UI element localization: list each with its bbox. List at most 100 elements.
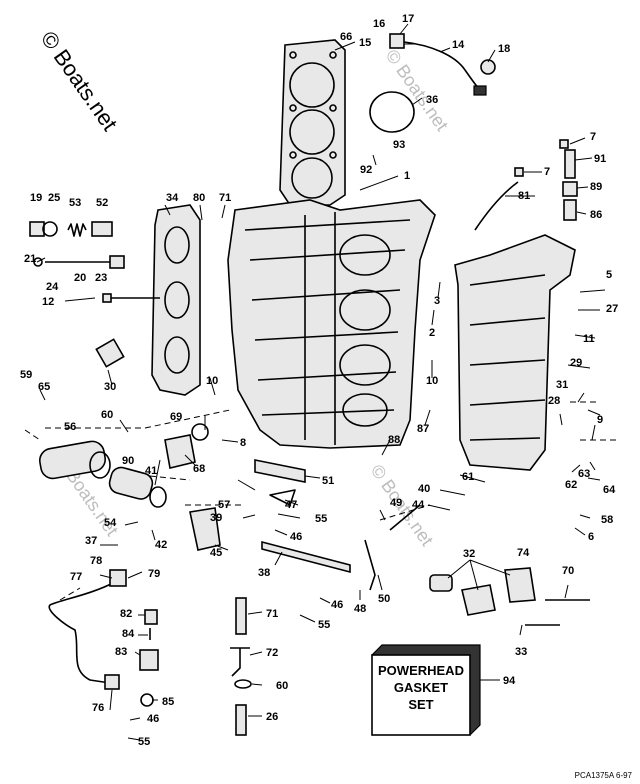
- temperature-sensor-part: [389, 33, 496, 96]
- callout-26: 26: [266, 711, 278, 723]
- callout-62: 62: [565, 479, 577, 491]
- intake-components: [38, 423, 209, 508]
- callout-51: 51: [322, 475, 334, 487]
- callout-12: 12: [42, 296, 54, 308]
- callout-57: 57: [218, 499, 230, 511]
- callout-16: 16: [373, 18, 385, 30]
- callout-56: 56: [64, 421, 76, 433]
- callout-60a: 60: [101, 409, 113, 421]
- callout-15: 15: [359, 37, 371, 49]
- o-ring-part: [369, 91, 415, 133]
- watermark: © Boats.net: [36, 27, 123, 136]
- left-side-components: [29, 221, 160, 368]
- callout-80: 80: [193, 192, 205, 204]
- callout-65: 65: [38, 381, 50, 393]
- callout-92: 92: [360, 164, 372, 176]
- callout-21: 21: [24, 253, 36, 265]
- callout-30: 30: [104, 381, 116, 393]
- callout-1: 1: [404, 170, 410, 182]
- callout-66: 66: [340, 31, 352, 43]
- callout-79: 79: [148, 568, 160, 580]
- hose-part: [474, 181, 519, 231]
- callout-41: 41: [145, 465, 157, 477]
- callout-91: 91: [594, 153, 606, 165]
- callout-39: 39: [210, 512, 222, 524]
- callout-88: 88: [388, 434, 400, 446]
- callout-72: 72: [266, 647, 278, 659]
- callout-93: 93: [393, 139, 405, 151]
- callout-74: 74: [517, 547, 530, 559]
- callout-36: 36: [426, 94, 438, 106]
- callout-38: 38: [258, 567, 270, 579]
- callout-60b: 60: [276, 680, 288, 692]
- callout-61: 61: [462, 471, 474, 483]
- callout-3: 3: [434, 295, 440, 307]
- callout-49: 49: [390, 497, 402, 509]
- callout-40: 40: [418, 483, 430, 495]
- hoses-part: [230, 597, 252, 736]
- callouts: 1 2 3 5 6 7 7 8 9 10 10 11 12 14 15 16 1…: [20, 13, 618, 748]
- callout-31: 31: [556, 379, 568, 391]
- wire-harness-part: [48, 569, 159, 707]
- callout-6: 6: [588, 531, 594, 543]
- lower-right-components: [429, 567, 590, 626]
- watermark-faint-1: © Boats.net: [382, 46, 452, 135]
- callout-10b: 10: [426, 375, 438, 387]
- callout-34: 34: [166, 192, 179, 204]
- callout-89: 89: [590, 181, 602, 193]
- kit-label-line-2: GASKET: [394, 680, 448, 695]
- callout-87: 87: [417, 423, 429, 435]
- callout-37: 37: [85, 535, 97, 547]
- callout-85: 85: [162, 696, 174, 708]
- callout-23: 23: [95, 272, 107, 284]
- callout-9: 9: [597, 414, 603, 426]
- callout-50: 50: [378, 593, 390, 605]
- callout-81: 81: [518, 190, 530, 202]
- callout-52: 52: [96, 197, 108, 209]
- callout-10a: 10: [206, 375, 218, 387]
- leader-lines: [36, 23, 606, 741]
- callout-17: 17: [402, 13, 414, 25]
- callout-46c: 46: [147, 713, 159, 725]
- throttle-linkage: [189, 459, 421, 591]
- callout-71a: 71: [219, 192, 231, 204]
- callout-29: 29: [570, 357, 582, 369]
- callout-70: 70: [562, 565, 574, 577]
- callout-55a: 55: [315, 513, 327, 525]
- callout-59: 59: [20, 369, 32, 381]
- callout-14: 14: [452, 39, 465, 51]
- callout-54: 54: [104, 517, 117, 529]
- callout-46b: 46: [331, 599, 343, 611]
- callout-8: 8: [240, 437, 246, 449]
- callout-53: 53: [69, 197, 81, 209]
- callout-64: 64: [603, 484, 616, 496]
- callout-48: 48: [354, 603, 366, 615]
- callout-63: 63: [578, 468, 590, 480]
- callout-28: 28: [548, 395, 560, 407]
- callout-7b: 7: [544, 166, 550, 178]
- callout-84: 84: [122, 628, 135, 640]
- callout-18: 18: [498, 43, 510, 55]
- callout-7a: 7: [590, 131, 596, 143]
- kit-callout: 94: [503, 675, 516, 687]
- callout-25: 25: [48, 192, 60, 204]
- callout-45: 45: [210, 547, 222, 559]
- callout-32: 32: [463, 548, 475, 560]
- callout-82: 82: [120, 608, 132, 620]
- callout-27: 27: [606, 303, 618, 315]
- callout-86: 86: [590, 209, 602, 221]
- callout-47: 47: [285, 499, 297, 511]
- callout-83: 83: [115, 646, 127, 658]
- head-gasket-part: [279, 39, 346, 206]
- reference-code: PCA1375A 6-97: [575, 771, 633, 780]
- callout-19: 19: [30, 192, 42, 204]
- callout-2: 2: [429, 327, 435, 339]
- callout-11: 11: [583, 333, 595, 345]
- callout-90: 90: [122, 455, 134, 467]
- fitting-stack-part: [514, 139, 578, 221]
- callout-44: 44: [412, 499, 425, 511]
- callout-55c: 55: [138, 736, 150, 748]
- callout-46a: 46: [290, 531, 302, 543]
- gasket-kit-label-box: POWERHEAD GASKET SET 94: [371, 644, 516, 736]
